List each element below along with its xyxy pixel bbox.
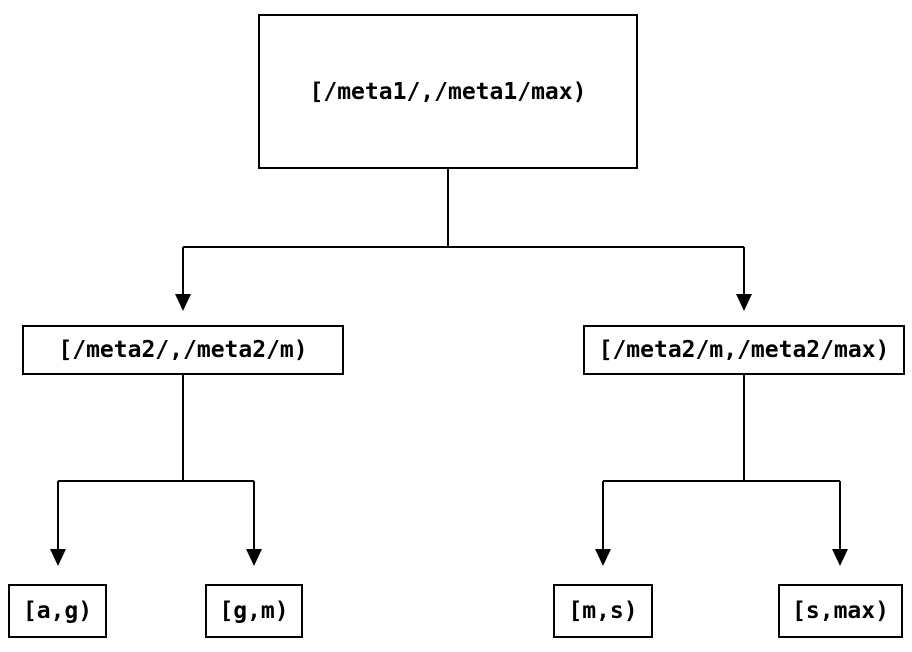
tree-node-root-label: [/meta1/,/meta1/max) (309, 78, 587, 105)
arrowhead-down-icon (595, 549, 611, 566)
tree-leaf-smax-label: [s,max) (792, 598, 889, 624)
connector-root-to-children (182, 169, 745, 295)
tree-leaf-smax: [s,max) (778, 584, 903, 638)
arrowhead-down-icon (50, 549, 66, 566)
connector-right-to-children (602, 375, 841, 550)
tree-leaf-ms-label: [m,s) (568, 598, 638, 624)
tree-leaf-gm: [g,m) (205, 584, 303, 638)
arrowhead-down-icon (246, 549, 262, 566)
tree-node-meta2-upper: [/meta2/m,/meta2/max) (583, 325, 905, 375)
tree-node-root: [/meta1/,/meta1/max) (258, 14, 638, 169)
tree-node-meta2-lower-label: [/meta2/,/meta2/m) (58, 337, 308, 363)
tree-leaf-ag-label: [a,g) (22, 598, 93, 624)
tree-node-meta2-upper-label: [/meta2/m,/meta2/max) (598, 337, 890, 363)
connector-left-to-children (57, 375, 255, 550)
arrowhead-down-icon (832, 549, 848, 566)
tree-leaf-ag: [a,g) (8, 584, 107, 638)
tree-node-meta2-lower: [/meta2/,/meta2/m) (22, 325, 344, 375)
arrowhead-down-icon (736, 294, 752, 311)
arrowhead-down-icon (175, 294, 191, 311)
tree-leaf-ms: [m,s) (553, 584, 653, 638)
tree-leaf-gm-label: [g,m) (219, 598, 289, 624)
